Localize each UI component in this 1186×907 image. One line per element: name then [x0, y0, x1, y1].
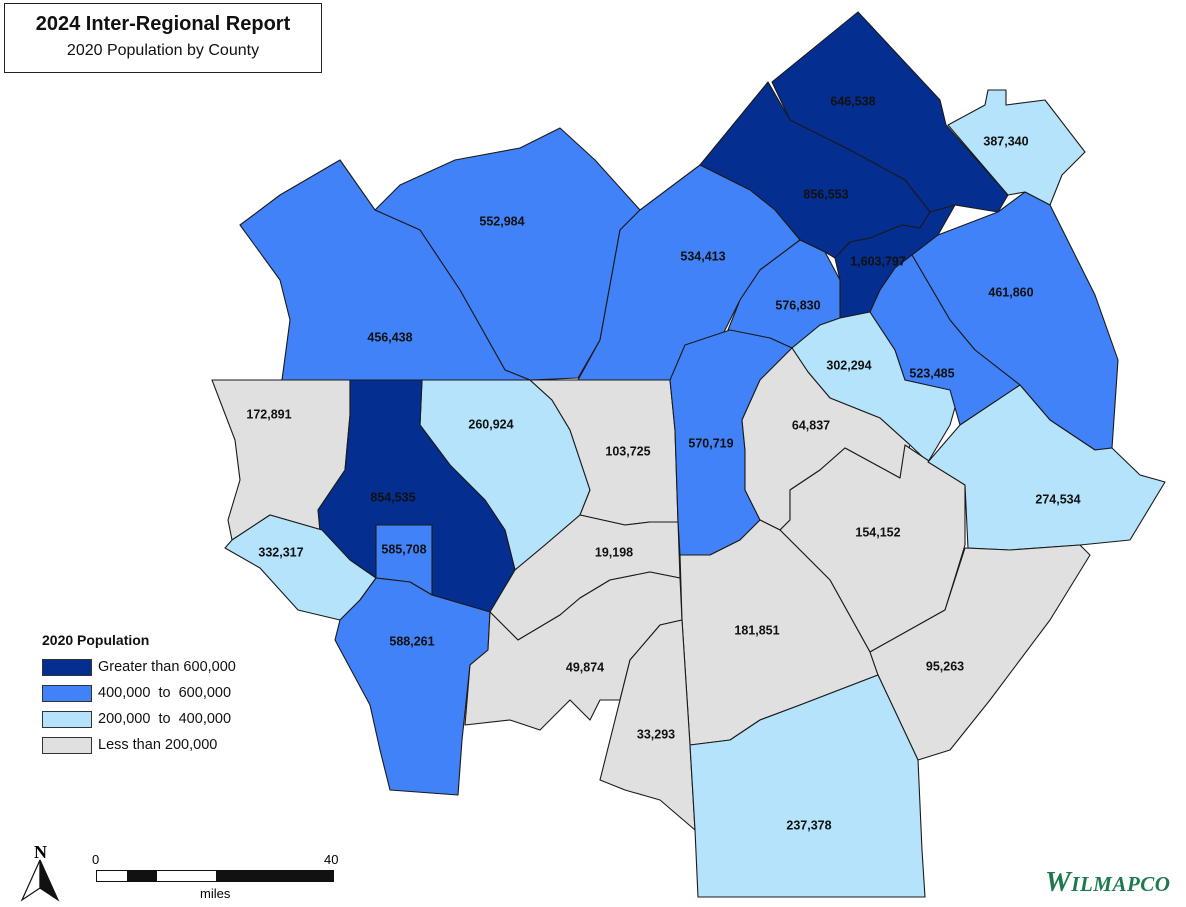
map-subtitle: 2020 Population by County [66, 42, 260, 59]
county-label: 154,152 [855, 525, 900, 539]
scale-start-label: 0 [92, 852, 100, 867]
county-label: 576,830 [775, 298, 820, 312]
legend-label: Less than 200,000 [98, 737, 218, 753]
county-label: 302,294 [826, 358, 871, 372]
county-label: 260,924 [468, 417, 513, 431]
scale-bar-graphic [96, 870, 334, 882]
county-label: 585,708 [381, 542, 426, 556]
county-label: 181,851 [734, 623, 779, 637]
county-label: 33,293 [637, 727, 675, 741]
legend-item: 200,000 to 400,000 [42, 706, 302, 732]
legend-item: Less than 200,000 [42, 732, 302, 758]
county-label: 461,860 [988, 285, 1033, 299]
north-label: N [34, 842, 47, 862]
county-label: 103,725 [605, 444, 650, 458]
county-label: 856,553 [803, 187, 848, 201]
legend-label: Greater than 600,000 [98, 659, 236, 675]
county[interactable] [689, 674, 926, 898]
county-label: 274,534 [1035, 492, 1080, 506]
wilmapco-logo: WILMAPCO [1045, 866, 1170, 899]
county-label: 172,891 [246, 407, 291, 421]
county[interactable] [869, 254, 1021, 426]
north-arrow: N [18, 842, 68, 907]
county-label: 570,719 [688, 436, 733, 450]
legend: 2020 Population Greater than 600,000 400… [42, 632, 302, 758]
county[interactable] [577, 164, 801, 381]
legend-item: 400,000 to 600,000 [42, 680, 302, 706]
scale-bar: 0 40 miles [92, 852, 342, 901]
map-title: 2024 Inter-Regional Report [35, 13, 291, 35]
logo-initial: W [1045, 866, 1072, 898]
county-label: 646,538 [830, 94, 875, 108]
county-label: 95,263 [926, 659, 964, 673]
county-label: 552,984 [479, 214, 524, 228]
legend-swatch [42, 658, 92, 676]
county[interactable] [334, 577, 491, 796]
legend-swatch [42, 710, 92, 728]
county-label: 237,378 [786, 818, 831, 832]
county-label: 1,603,797 [850, 254, 906, 268]
scale-unit-label: miles [200, 886, 231, 901]
north-arrow-icon [20, 859, 60, 902]
county-label: 19,198 [595, 545, 633, 559]
county-label: 332,317 [258, 545, 303, 559]
county-label: 456,438 [367, 330, 412, 344]
county-label: 49,874 [566, 660, 604, 674]
county-label: 588,261 [389, 634, 434, 648]
logo-text: ILMAPCO [1071, 872, 1171, 896]
legend-swatch [42, 736, 92, 754]
legend-swatch [42, 684, 92, 702]
county-label: 854,535 [370, 490, 415, 504]
legend-label: 200,000 to 400,000 [98, 711, 232, 727]
map-title-box: 2024 Inter-Regional Report 2020 Populati… [4, 3, 322, 73]
scale-end-label: 40 [324, 852, 339, 867]
legend-label: 400,000 to 600,000 [98, 685, 232, 701]
county-label: 534,413 [680, 249, 725, 263]
legend-title: 2020 Population [42, 632, 150, 648]
county-label: 523,485 [909, 366, 954, 380]
legend-item: Greater than 600,000 [42, 654, 302, 680]
county[interactable] [947, 89, 1086, 206]
county-label: 387,340 [983, 134, 1028, 148]
county-label: 64,837 [792, 418, 830, 432]
county[interactable] [239, 159, 531, 381]
